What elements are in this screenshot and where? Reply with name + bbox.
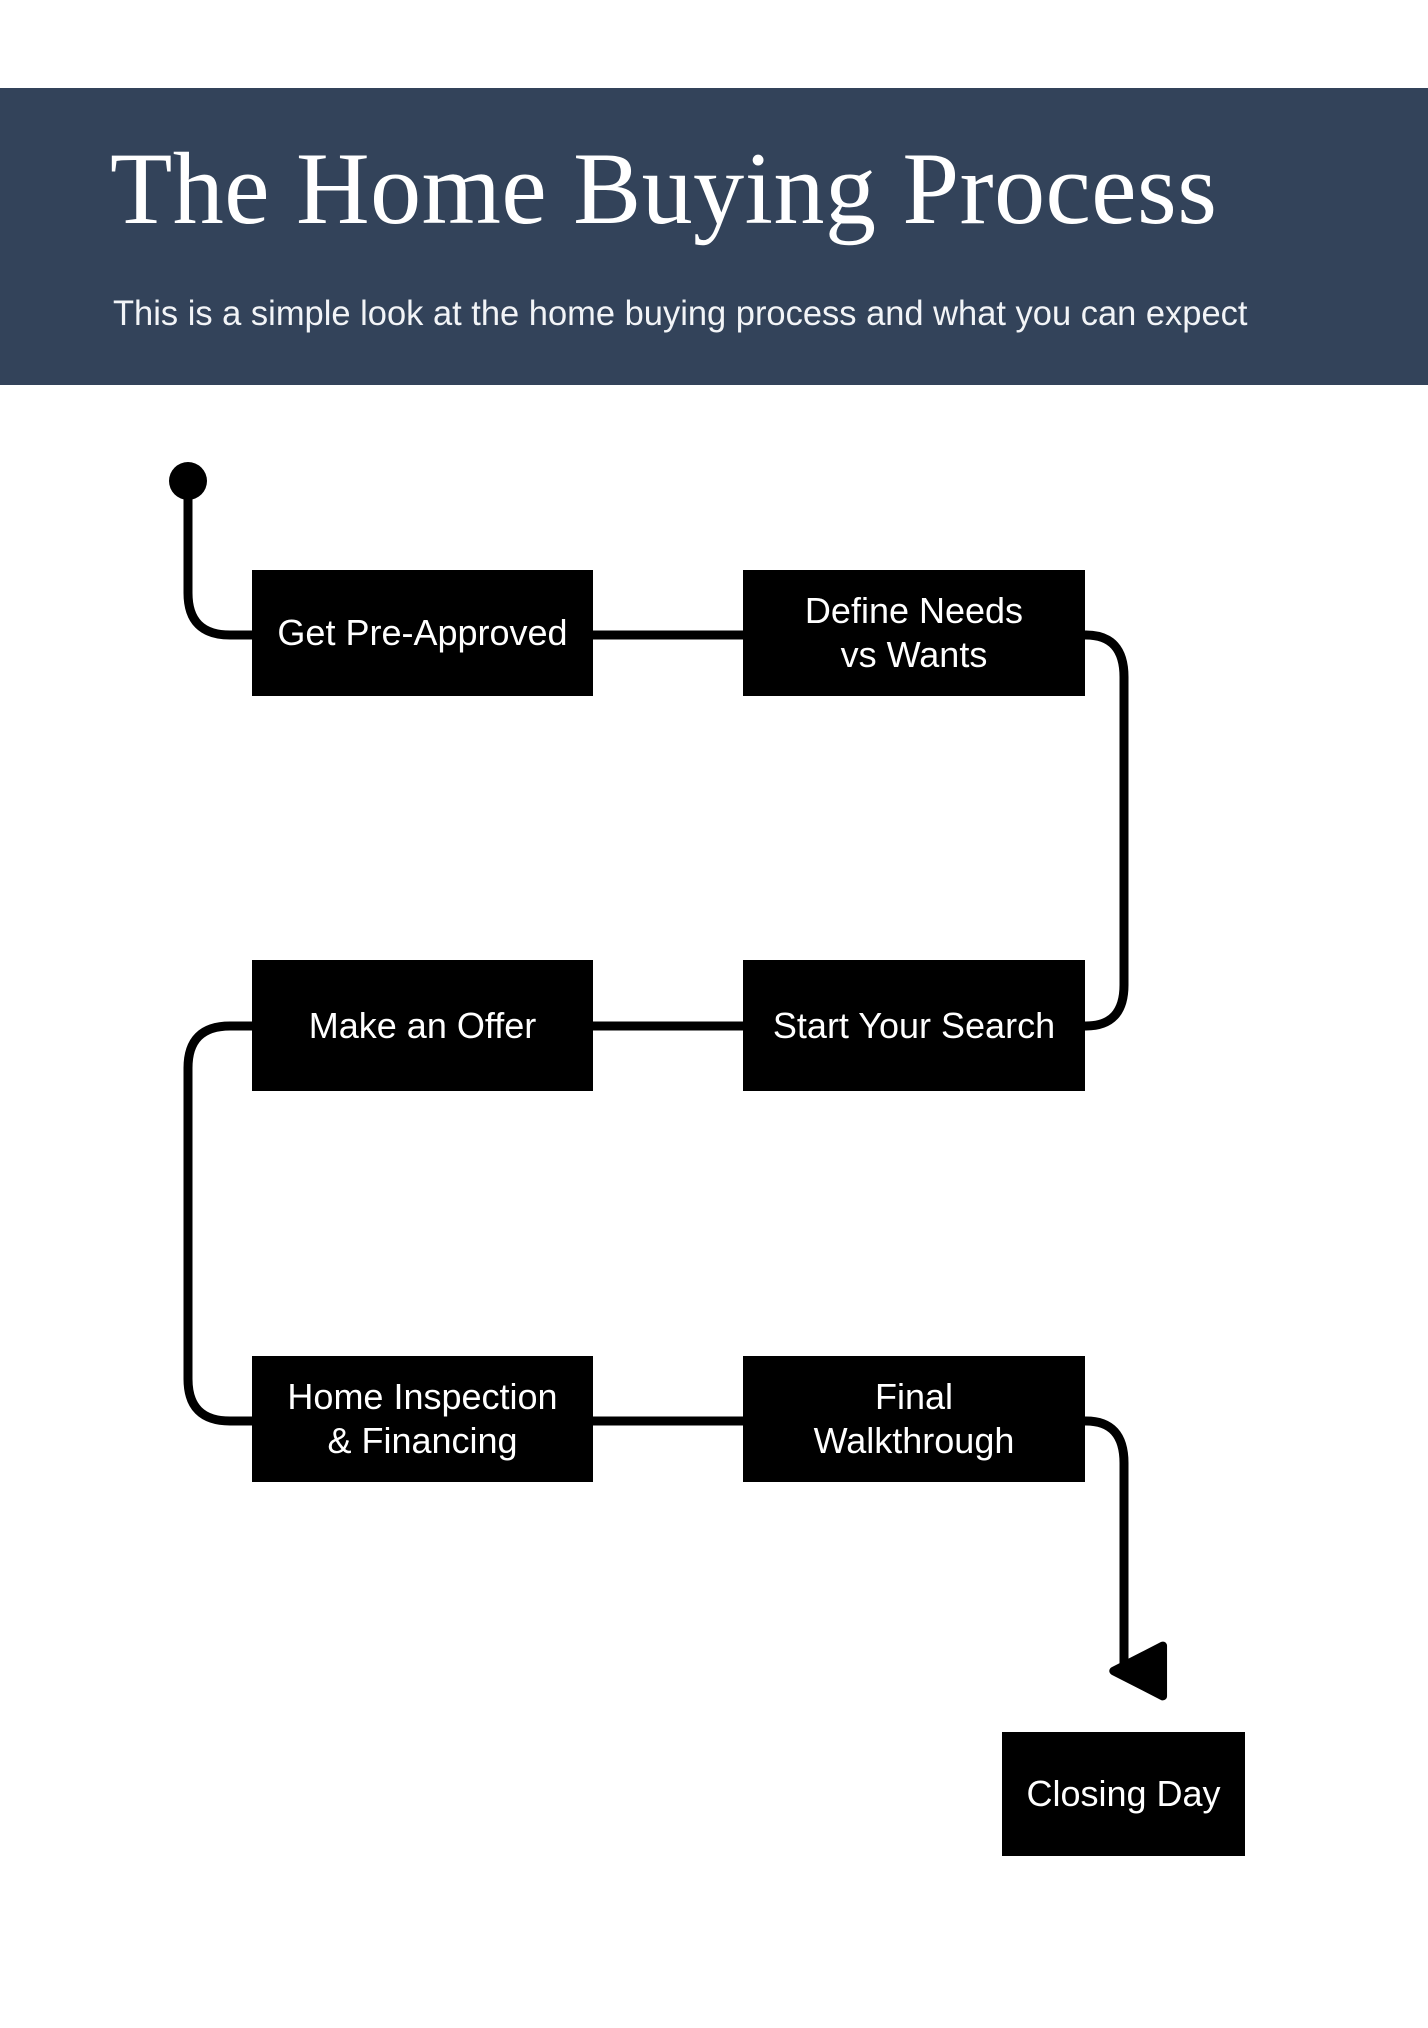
page-subtitle: This is a simple look at the home buying…	[113, 294, 1248, 333]
flow-node-make-an-offer[interactable]: Make an Offer	[252, 960, 593, 1091]
flow-node-label: Home Inspection & Financing	[287, 1376, 558, 1461]
connector-step2-to-step3	[1077, 630, 1129, 1031]
page-title: The Home Buying Process	[110, 132, 1218, 246]
flowchart-connectors	[169, 462, 1168, 1701]
flow-node-define-needs-vs-wants[interactable]: Define Needs vs Wants	[743, 570, 1085, 696]
connector-step6-to-step7	[1077, 1416, 1168, 1701]
connector-start-to-step1	[183, 484, 261, 640]
start-dot	[169, 462, 207, 500]
flow-node-label: Define Needs vs Wants	[804, 590, 1024, 675]
connector-step4-to-step5	[183, 1021, 261, 1426]
header-banner: The Home Buying Process This is a simple…	[0, 88, 1428, 385]
flow-node-label: Closing Day	[1026, 1773, 1221, 1815]
flow-node-final-walkthrough[interactable]: Final Walkthrough	[743, 1356, 1085, 1482]
flow-node-label: Make an Offer	[308, 1004, 537, 1046]
flow-node-home-inspection-financing[interactable]: Home Inspection & Financing	[252, 1356, 593, 1482]
flow-node-label: Final Walkthrough	[813, 1376, 1015, 1461]
flow-node-start-your-search[interactable]: Start Your Search	[743, 960, 1085, 1091]
flow-node-get-pre-approved[interactable]: Get Pre-Approved	[252, 570, 593, 696]
flow-node-label: Start Your Search	[772, 1004, 1056, 1046]
flow-node-label: Get Pre-Approved	[277, 612, 568, 654]
flow-node-closing-day[interactable]: Closing Day	[1002, 1732, 1245, 1856]
flowchart-canvas: Get Pre-Approved Define Needs vs Wants S…	[0, 385, 1428, 2028]
